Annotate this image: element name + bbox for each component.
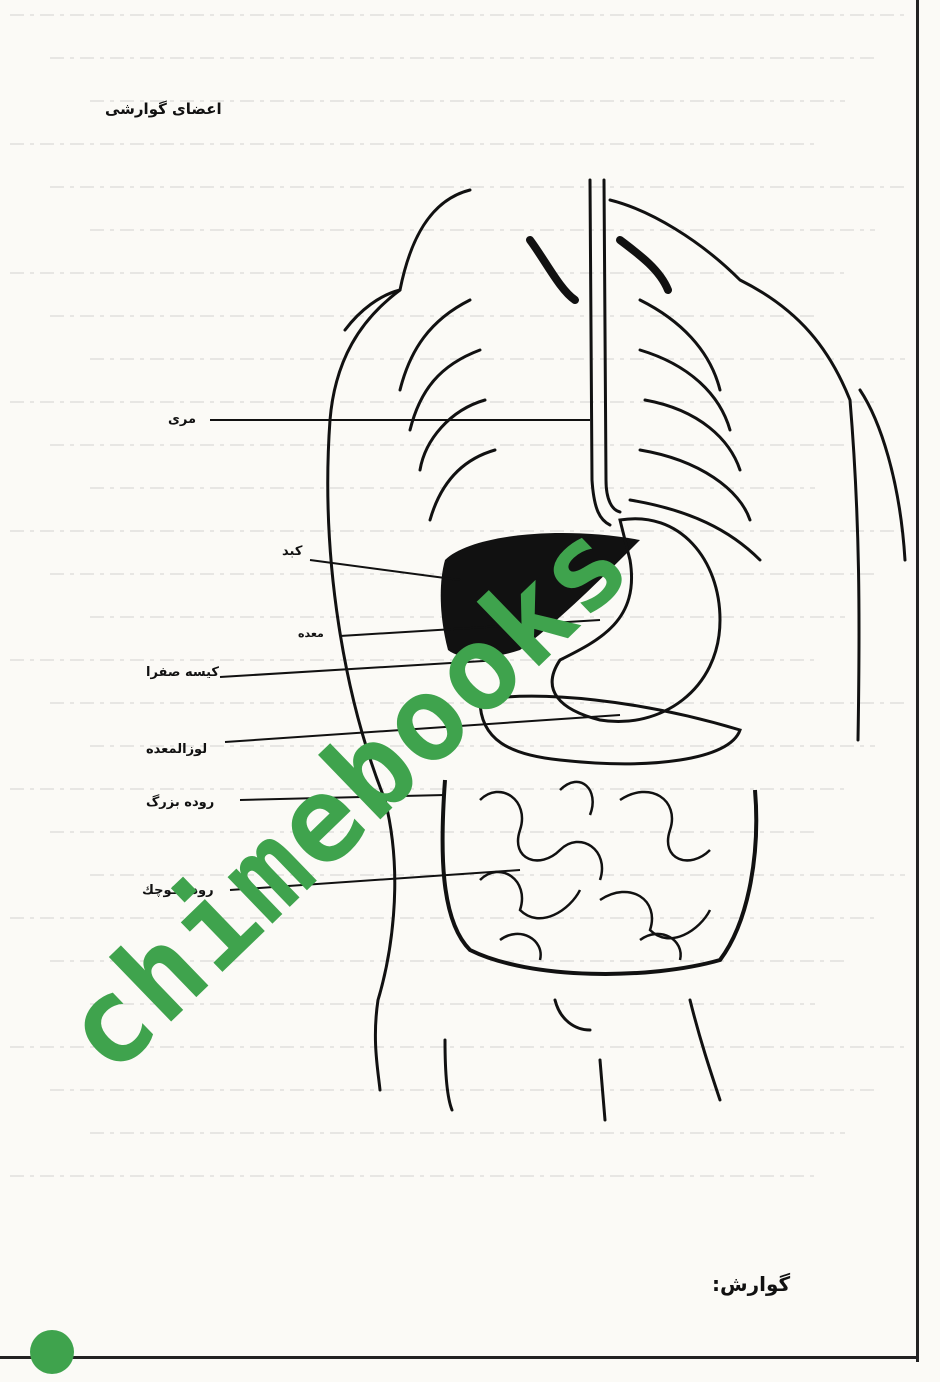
label-liver: کبد <box>282 544 302 559</box>
label-pancreas: لوزالمعده <box>146 742 207 757</box>
label-stomach: معده <box>298 627 324 640</box>
section-heading: گوارش: <box>712 1272 790 1296</box>
right-arm-line <box>860 390 905 560</box>
page-border-right <box>916 0 919 1362</box>
diagram-title: اعضای گوارشی <box>105 100 222 118</box>
label-gallbladder: کیسه صفرا <box>146 665 219 680</box>
large-intestine-shape <box>443 780 757 974</box>
label-esophagus: مری <box>168 412 196 427</box>
torso-outline-right <box>610 200 859 740</box>
watermark-dot <box>30 1330 74 1374</box>
page-border-bottom <box>0 1356 919 1359</box>
label-large-intestine: روده بزرگ <box>146 795 214 810</box>
